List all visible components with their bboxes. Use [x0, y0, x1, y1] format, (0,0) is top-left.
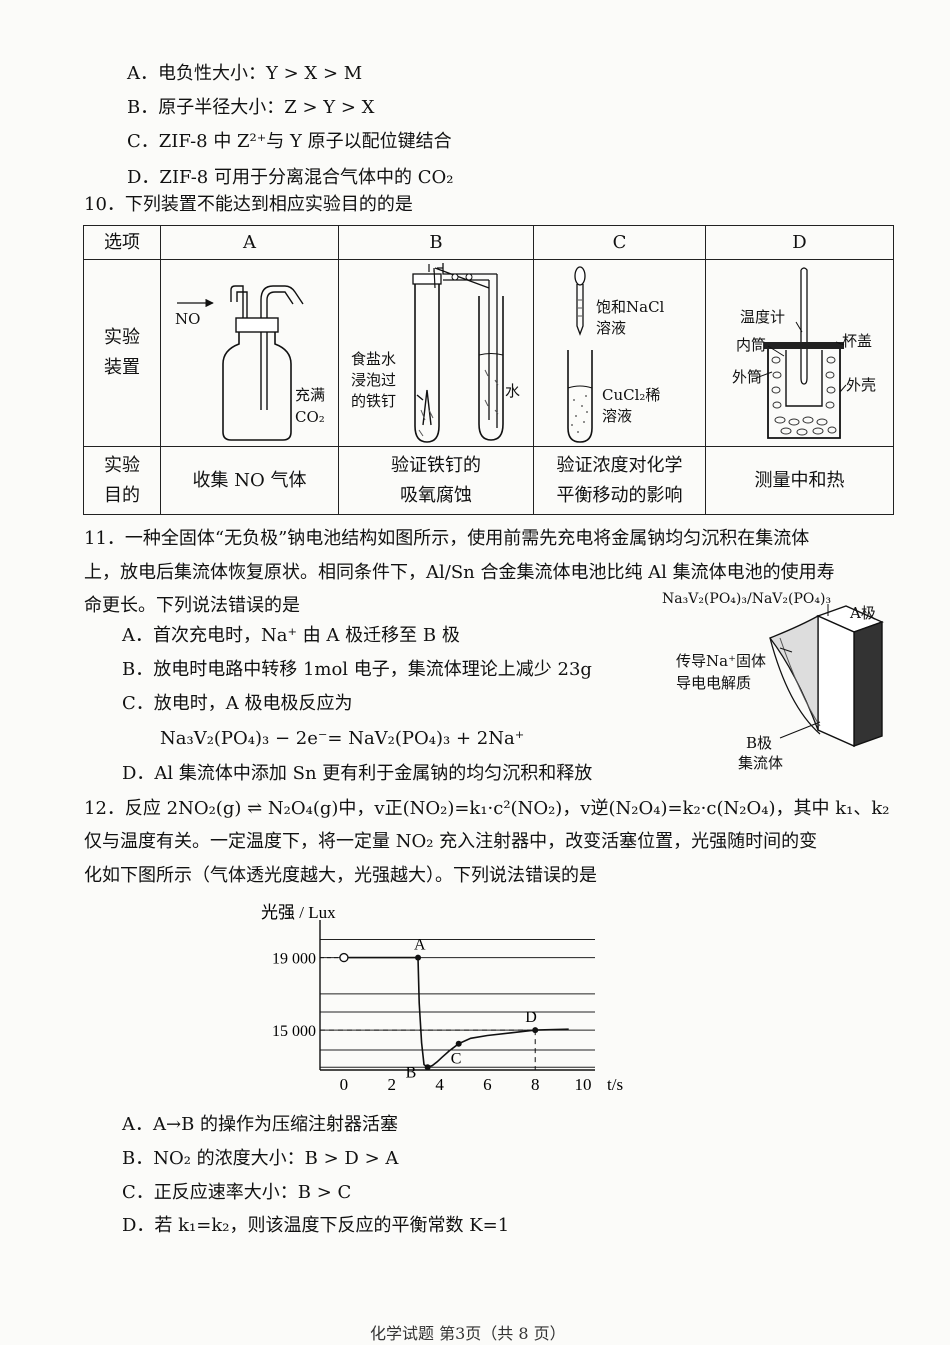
label-thermometer: 温度计 — [740, 308, 786, 326]
row-label-purpose: 实验目的 — [83, 446, 161, 515]
label-outer-cup: 外筒 — [732, 368, 763, 386]
device-a-gas-bottle: NO 充满 CO₂ — [160, 259, 339, 447]
x-axis-label: t/s — [607, 1075, 623, 1094]
q9-option-a: A．电负性大小：Y > X > M — [127, 63, 363, 84]
label-salt-water: 食盐水 — [351, 350, 397, 368]
y-tick-label: 15 000 — [272, 1023, 316, 1040]
label-lid: 杯盖 — [842, 332, 873, 350]
x-tick-label: 2 — [387, 1075, 396, 1094]
label-soaked: 浸泡过 — [351, 371, 397, 389]
experiment-table: 选项 A B C D 实验装置 NO 充满 — [83, 225, 894, 515]
start-point — [339, 952, 349, 963]
label-shell: 外壳 — [846, 376, 877, 394]
q12-stem-line1: 12．反应 2NO₂(g) ⇌ N₂O₄(g)中，v正(NO₂)=k₁·c²(N… — [84, 798, 890, 819]
header-b: B — [338, 225, 534, 260]
label-cucl2: CuCl₂稀 — [602, 386, 661, 404]
label-b-pole: B极 — [746, 734, 773, 752]
label-current-collector: 集流体 — [738, 754, 784, 772]
purpose-a: 收集 NO 气体 — [160, 446, 339, 515]
q11-option-c-equation: Na₃V₂(PO₄)₃ − 2e⁻= NaV₂(PO₄)₃ + 2Na⁺ — [160, 728, 525, 749]
point-label-B: B — [406, 1064, 417, 1081]
q11-option-d: D．Al 集流体中添加 Sn 更有利于金属钠的均匀沉积和释放 — [122, 763, 593, 784]
row-label-device: 实验装置 — [83, 259, 161, 447]
purpose-c: 验证浓度对化学平衡移动的影响 — [533, 446, 706, 515]
y-tick-label: 19 000 — [272, 951, 316, 968]
q12-stem-line2: 仅与温度有关。一定温度下，将一定量 NO₂ 充入注射器中，改变活塞位置，光强随时… — [84, 831, 818, 852]
header-d: D — [705, 225, 894, 260]
point-B — [424, 1064, 431, 1071]
chart-svg: 光强 / Lux t/s 15 000 19 000 0 2 4 6 8 10 A B C D — [261, 903, 623, 1094]
q11-stem-line3: 命更长。下列说法错误的是 — [84, 595, 300, 616]
q10-stem: 10．下列装置不能达到相应实验目的的是 — [84, 194, 413, 215]
purpose-b: 验证铁钉的吸氧腐蚀 — [338, 446, 534, 515]
x-tick-label: 8 — [531, 1075, 540, 1094]
label-water: 水 — [505, 382, 521, 400]
q9-option-d: D．ZIF-8 可用于分离混合气体中的 CO₂ — [127, 167, 454, 188]
x-tick-label: 6 — [483, 1075, 492, 1094]
label-cucl2-solution: 溶液 — [602, 407, 633, 425]
label-solid-electrolyte-2: 导电电解质 — [676, 674, 752, 692]
light-intensity-chart: 光强 / Lux t/s 15 000 19 000 0 2 4 6 8 10 A B C D — [255, 898, 635, 1098]
q12-option-d: D．若 k₁=k₂，则该温度下反应的平衡常数 K=1 — [122, 1215, 510, 1236]
device-b-test-tubes: 食盐水 浸泡过 的铁钉 水 — [338, 259, 534, 447]
q12-option-a: A．A→B 的操作为压缩注射器活塞 — [122, 1114, 399, 1135]
label-nacl-solution: 溶液 — [596, 319, 627, 337]
q11-stem-line2: 上，放电后集流体恢复原状。相同条件下，Al/Sn 合金集流体电池比纯 Al 集流… — [84, 562, 835, 583]
q11-stem-line1: 11．一种全固体“无负极”钠电池结构如图所示，使用前需先充电将金属钠均匀沉积在集… — [84, 528, 810, 549]
q12-option-c: C．正反应速率大小：B > C — [122, 1182, 352, 1203]
battery-figure: Na₃V₂(PO₄)₃/NaV₂(PO₄)₃ A极 传导Na⁺固体 导电电解质 … — [660, 586, 900, 776]
q9-option-b: B．原子半径大小：Z > Y > X — [127, 97, 375, 118]
point-label-C: C — [451, 1051, 462, 1068]
series-line-0 — [343, 956, 569, 1069]
x-tick-label: 0 — [340, 1075, 349, 1094]
point-D — [532, 1027, 539, 1034]
label-a-pole: A极 — [850, 604, 876, 622]
point-A — [415, 954, 422, 961]
x-tick-label: 4 — [435, 1075, 444, 1094]
label-no: NO — [175, 310, 201, 328]
label-inner-cup: 内筒 — [736, 336, 767, 354]
header-a: A — [160, 225, 339, 260]
header-option: 选项 — [83, 225, 161, 260]
label-electrode-material: Na₃V₂(PO₄)₃/NaV₂(PO₄)₃ — [662, 591, 832, 607]
point-label-A: A — [414, 937, 426, 954]
device-d-calorimeter: 温度计 内筒 外筒 杯盖 外壳 — [705, 259, 894, 447]
purpose-d: 测量中和热 — [705, 446, 894, 515]
label-solid-electrolyte-1: 传导Na⁺固体 — [676, 652, 766, 670]
y-axis-label: 光强 / Lux — [261, 903, 336, 922]
point-label-D: D — [525, 1009, 537, 1026]
page-footer: 化学试题 第3页（共 8 页） — [370, 1324, 566, 1343]
x-tick-label: 10 — [575, 1075, 592, 1094]
q11-option-a: A．首次充电时，Na⁺ 由 A 极迁移至 B 极 — [122, 625, 460, 646]
q11-option-b: B．放电时电路中转移 1mol 电子，集流体理论上减少 23g — [122, 659, 592, 680]
label-co2: CO₂ — [295, 408, 325, 426]
label-nacl: 饱和NaCl — [596, 298, 665, 316]
label-fill: 充满 — [295, 386, 326, 404]
point-C — [455, 1040, 462, 1047]
device-c-dropper-tube: 饱和NaCl 溶液 CuCl₂稀 溶液 — [533, 259, 706, 447]
q9-option-c: C．ZIF-8 中 Z²⁺与 Y 原子以配位键结合 — [127, 131, 452, 152]
header-c: C — [533, 225, 706, 260]
q11-option-c: C．放电时，A 极电极反应为 — [122, 693, 353, 714]
q12-stem-line3: 化如下图所示（气体透光度越大，光强越大）。下列说法错误的是 — [84, 865, 597, 886]
q12-option-b: B．NO₂ 的浓度大小：B > D > A — [122, 1148, 399, 1169]
label-iron-nail: 的铁钉 — [351, 392, 397, 410]
